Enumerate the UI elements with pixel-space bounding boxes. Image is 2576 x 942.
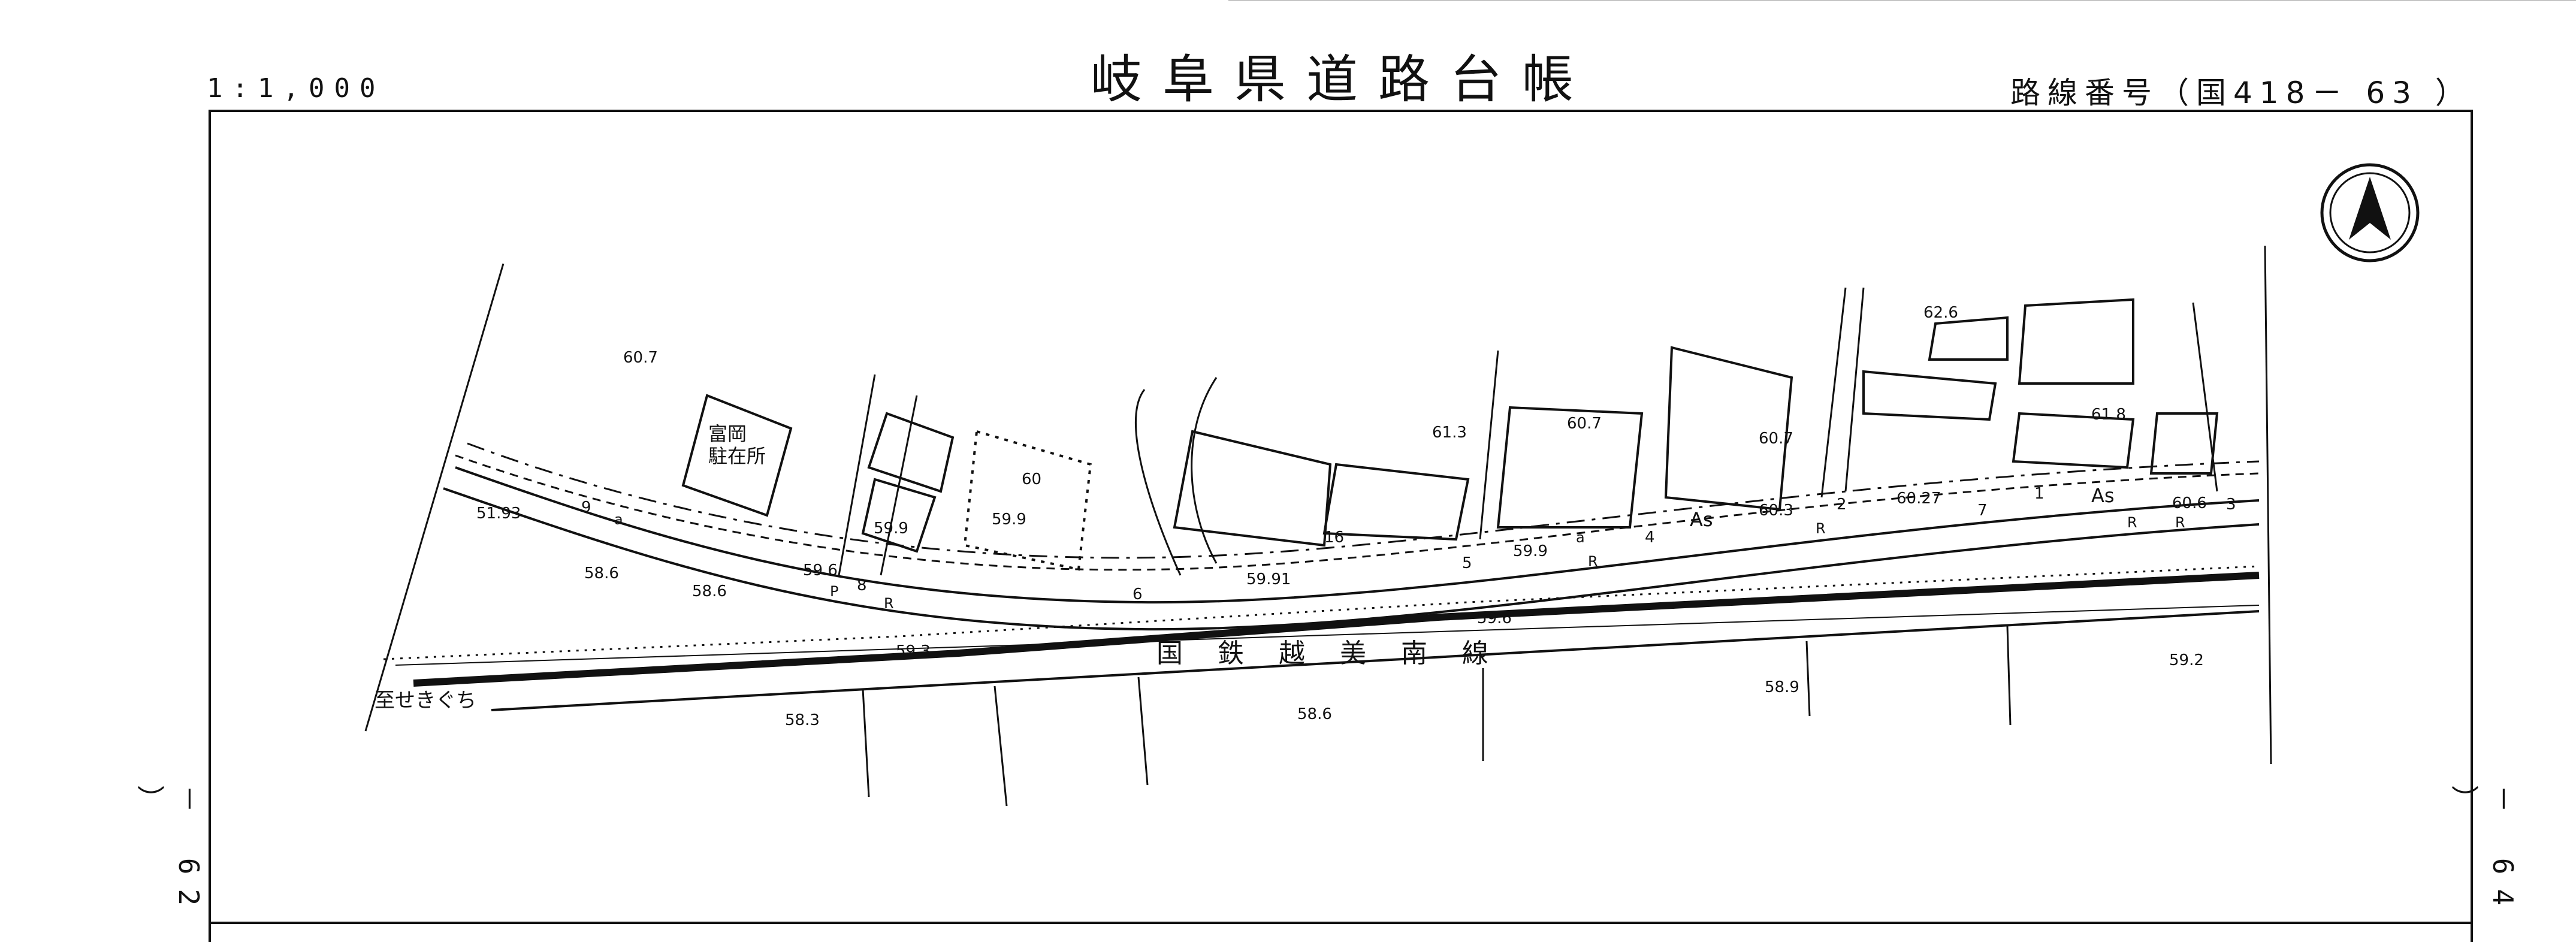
north-arrow-icon bbox=[2320, 163, 2420, 262]
map-scale: 1:1,000 bbox=[207, 73, 385, 104]
marker-letter: R bbox=[2127, 514, 2137, 531]
elevation-label: 59.6 bbox=[803, 561, 838, 579]
elevation-label: 59.3 bbox=[896, 642, 931, 660]
elevation-label: 58.6 bbox=[1297, 705, 1332, 723]
elevation-label: 61.8 bbox=[2091, 406, 2126, 424]
railway-line bbox=[383, 565, 2260, 687]
surface-label: As bbox=[2091, 484, 2115, 507]
elevation-label: 60.6 bbox=[2172, 494, 2207, 512]
station-label: 7 bbox=[1977, 502, 1988, 520]
marker-letter: R bbox=[1816, 520, 1826, 537]
station-label: 4 bbox=[1645, 529, 1655, 547]
elevation-label: 60.7 bbox=[1759, 430, 1793, 448]
elevation-label: 59.2 bbox=[2169, 651, 2204, 669]
elevation-label: 58.9 bbox=[1765, 678, 1799, 696]
railway-label: 国 鉄 越 美 南 線 bbox=[1156, 638, 1502, 669]
direction-label: 至せきぐち bbox=[375, 689, 476, 712]
next-sheet-ref: － 64 ） bbox=[2447, 785, 2519, 920]
buildings bbox=[681, 298, 2219, 571]
marker-letter: R bbox=[1588, 553, 1598, 570]
marker-letters: R R R R R P a a bbox=[614, 511, 2185, 612]
facility-label-1: 富岡 bbox=[708, 422, 747, 445]
elevation-label: 59.9 bbox=[992, 511, 1026, 529]
elevation-label: 60.27 bbox=[1896, 490, 1941, 508]
parcel-lines bbox=[364, 245, 2272, 807]
facility-label-2: 駐在所 bbox=[708, 445, 766, 467]
elevation-label: 59.9 bbox=[874, 520, 908, 538]
map-frame bbox=[209, 110, 2473, 942]
elevation-label: 60.3 bbox=[1759, 502, 1793, 520]
map-title: 岐阜県道路台帳 bbox=[1091, 50, 1594, 110]
station-label: 16 bbox=[1324, 529, 1344, 547]
elevation-label: 60.7 bbox=[1567, 415, 1602, 433]
station-label: 1 bbox=[2034, 485, 2045, 503]
elevation-label: 60.7 bbox=[623, 349, 658, 367]
station-label: 6 bbox=[1133, 585, 1143, 603]
station-label: 3 bbox=[2226, 496, 2236, 514]
elevation-label: 58.6 bbox=[584, 564, 619, 582]
elevation-labels: 60.7 51.93 58.6 58.6 59.6 59.9 59.9 60 5… bbox=[476, 304, 2207, 729]
surface-labels: As As bbox=[1690, 484, 2115, 531]
marker-letter: a bbox=[1576, 529, 1585, 546]
previous-sheet-ref: － 62 ） bbox=[133, 785, 205, 920]
marker-letter: R bbox=[884, 595, 894, 612]
route-number: 路線番号（国418－ 63 ） bbox=[2010, 76, 2472, 110]
elevation-label: 60 bbox=[1022, 470, 1041, 488]
surface-label: As bbox=[1690, 508, 1713, 531]
station-label: 2 bbox=[1837, 496, 1847, 514]
marker-letter: a bbox=[614, 511, 623, 528]
marker-letter: P bbox=[830, 583, 838, 600]
elevation-label: 58.3 bbox=[785, 711, 820, 729]
elevation-label: 61.3 bbox=[1432, 424, 1467, 442]
elevation-label: 59.91 bbox=[1246, 570, 1291, 588]
station-label: 5 bbox=[1462, 554, 1472, 572]
elevation-label: 58.6 bbox=[692, 582, 727, 600]
elevation-label: 62.6 bbox=[1923, 304, 1958, 322]
elevation-label: 59.9 bbox=[1513, 542, 1548, 560]
marker-letter: R bbox=[2175, 514, 2185, 531]
station-label: 8 bbox=[857, 576, 867, 594]
elevation-label: 59.6 bbox=[1477, 609, 1512, 627]
station-label: 9 bbox=[581, 499, 591, 517]
station-labels: 16 1 2 3 4 5 6 7 8 9 bbox=[581, 485, 2236, 603]
elevation-label: 51.93 bbox=[476, 505, 521, 523]
road-edges bbox=[395, 442, 2260, 711]
